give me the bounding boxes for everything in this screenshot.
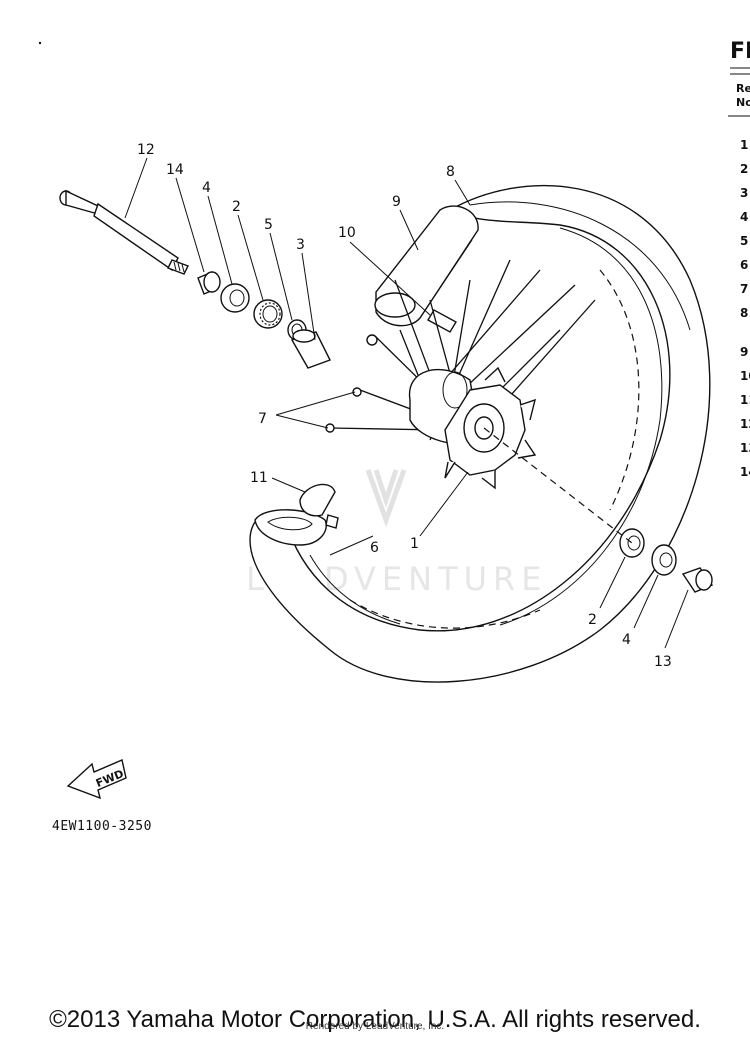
ref-number-11: 11 <box>740 393 750 407</box>
copyright-notice: ©2013 Yamaha Motor Corporation, U.S.A. A… <box>49 1006 701 1033</box>
fwd-arrow: FWD <box>66 759 127 800</box>
callout-1: 1 <box>410 536 419 552</box>
oil-seal-left <box>220 283 250 313</box>
callout-labels: 12 14 4 2 5 3 10 9 8 7 11 6 1 2 4 13 <box>137 142 672 670</box>
tire <box>249 184 711 683</box>
nipples <box>325 334 378 433</box>
callout-4-left: 4 <box>202 180 211 196</box>
spacer <box>290 329 331 369</box>
tube <box>254 509 327 546</box>
callout-11: 11 <box>250 470 268 486</box>
ref-number-14: 14 <box>740 465 750 479</box>
callout-13: 13 <box>654 654 672 670</box>
callout-12: 12 <box>137 142 155 158</box>
callout-3: 3 <box>296 237 305 253</box>
callout-9: 9 <box>392 194 401 210</box>
callout-2-right: 2 <box>588 612 597 628</box>
ref-number-13: 13 <box>740 441 750 455</box>
callout-4-right: 4 <box>622 632 631 648</box>
ref-number-2: 2 <box>740 162 748 176</box>
reference-column: FI Re No 1 2 3 4 5 6 7 8 9 10 11 12 13 1… <box>728 39 750 479</box>
callout-14: 14 <box>166 162 184 178</box>
callout-8: 8 <box>446 164 455 180</box>
reference-header-no: No <box>736 96 750 109</box>
ref-number-4: 4 <box>740 210 748 224</box>
ref-number-9: 9 <box>740 345 748 359</box>
hub <box>408 366 537 490</box>
ref-number-3: 3 <box>740 186 748 200</box>
rim-band <box>374 205 479 327</box>
axle <box>59 189 189 275</box>
figure-code: 4EW1100-3250 <box>52 819 152 834</box>
ref-number-7: 7 <box>740 282 748 296</box>
bearing-right <box>619 528 645 558</box>
axle-centerline <box>483 427 633 544</box>
ref-number-8: 8 <box>740 306 748 320</box>
speck <box>38 41 42 45</box>
ref-number-5: 5 <box>740 234 748 248</box>
ref-number-6: 6 <box>740 258 748 272</box>
collar-left <box>197 271 221 295</box>
callout-10: 10 <box>338 225 356 241</box>
rendered-by-note: Rendered by LeadVenture, Inc. <box>305 1021 445 1032</box>
leader-lines <box>124 157 689 649</box>
ref-number-10: 10 <box>740 369 750 383</box>
callout-2-left: 2 <box>232 199 241 215</box>
oil-seal-right <box>651 544 677 576</box>
reference-header-re: Re <box>736 82 750 95</box>
ref-number-12: 12 <box>740 417 750 431</box>
callout-6: 6 <box>370 540 379 556</box>
ref-number-1: 1 <box>740 138 748 152</box>
rim-strip <box>299 483 339 529</box>
valve <box>427 309 457 333</box>
reference-title: FI <box>730 39 750 64</box>
callout-7: 7 <box>258 411 267 427</box>
callout-5: 5 <box>264 217 273 233</box>
bearing-left <box>253 299 283 329</box>
collar-right <box>681 567 714 593</box>
